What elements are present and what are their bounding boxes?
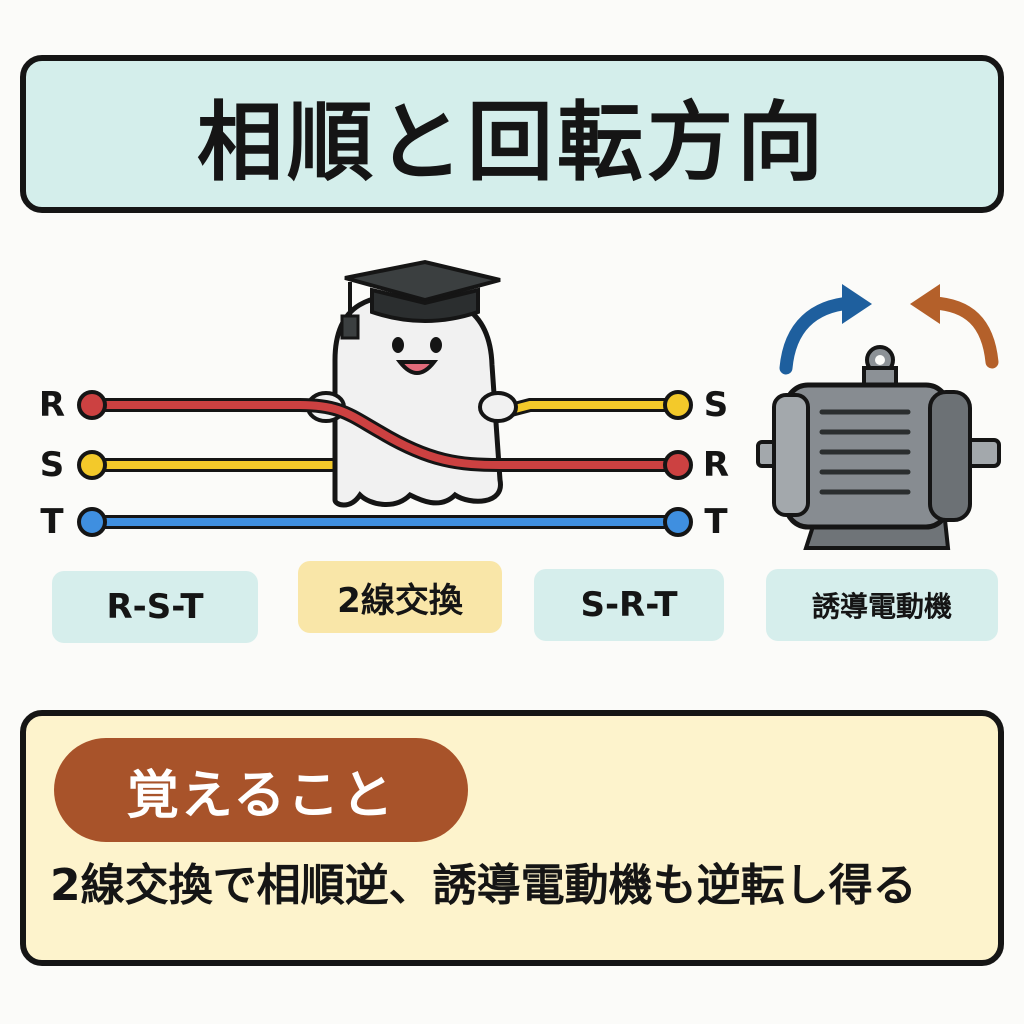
right-label-R: R <box>702 445 730 485</box>
chip-induction-motor: 誘導電動機 <box>766 569 998 641</box>
reverse-rotation-arrow-icon <box>910 284 999 369</box>
wire-R <box>85 398 685 472</box>
memo-text: 2線交換で相順逆、誘導電動機も逆転し得る <box>50 860 917 911</box>
terminal-left-T <box>77 507 107 537</box>
terminal-left-R <box>77 390 107 420</box>
ghost-mascot-icon <box>306 292 518 508</box>
terminal-left-S <box>77 450 107 480</box>
page-title: 相順と回転方向 <box>197 92 827 193</box>
chip-new-order: S-R-T <box>534 569 724 641</box>
terminal-right-S <box>663 390 693 420</box>
chip-original-order: R-S-T <box>52 571 258 643</box>
induction-motor-icon <box>756 345 1001 550</box>
title-banner: 相順と回転方向 <box>20 55 1004 213</box>
graduation-cap-icon <box>340 259 501 340</box>
left-label-S: S <box>39 445 65 485</box>
left-label-T: T <box>40 502 64 542</box>
memo-heading: 覚えること <box>54 738 468 842</box>
terminal-right-T <box>663 507 693 537</box>
chip-two-wire-swap: 2線交換 <box>298 561 502 633</box>
right-label-S: S <box>703 385 729 425</box>
right-label-T: T <box>704 502 728 542</box>
forward-rotation-arrow-icon <box>779 284 872 375</box>
terminal-right-R <box>663 450 693 480</box>
memo-box: 覚えること 2線交換で相順逆、誘導電動機も逆転し得る <box>20 710 1004 966</box>
left-label-R: R <box>38 385 66 425</box>
